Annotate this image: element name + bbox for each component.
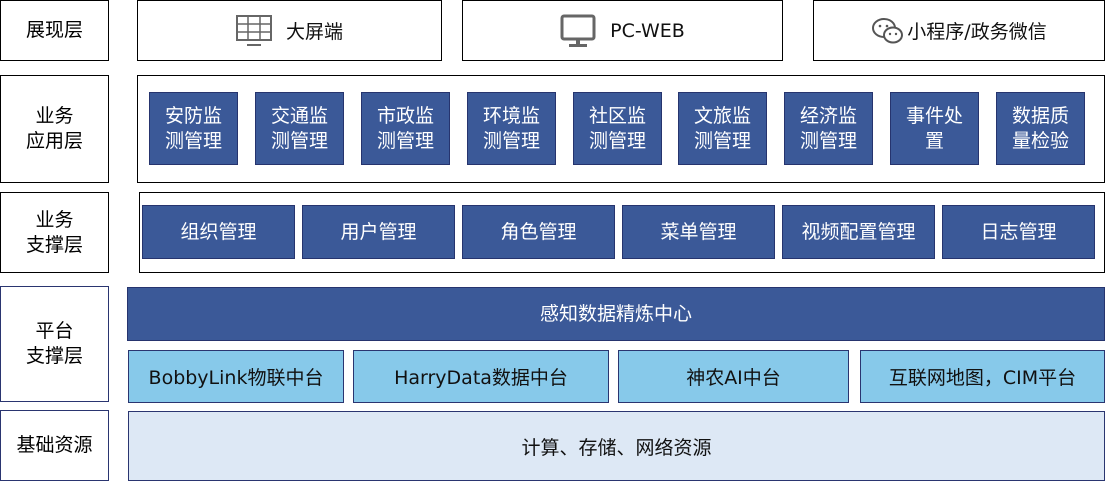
presentation-label: PC-WEB	[610, 19, 685, 42]
business-support-module: 角色管理	[462, 205, 615, 259]
business-app-module: 市政监测管理	[361, 92, 450, 165]
layer-label-presentation: 展现层	[0, 0, 109, 61]
presentation-label: 大屏端	[285, 21, 343, 43]
business-app-module: 交通监测管理	[255, 92, 344, 165]
platform-item: 互联网地图，CIM平台	[860, 350, 1105, 403]
business-app-module-event-handling: 事件处置	[890, 92, 979, 165]
wechat-icon	[871, 16, 905, 46]
business-support-module: 用户管理	[302, 205, 455, 259]
business-app-module: 环境监测管理	[467, 92, 556, 165]
grid-screen-icon	[235, 14, 272, 47]
perception-data-center: 感知数据精炼中心	[127, 287, 1105, 341]
platform-item: 神农AI中台	[618, 350, 849, 403]
layer-label-infrastructure: 基础资源	[0, 410, 109, 481]
monitor-icon	[560, 14, 596, 48]
business-app-module: 文旅监测管理	[678, 92, 767, 165]
business-support-module: 视频配置管理	[782, 205, 935, 259]
layer-label-business-support: 业务 支撑层	[0, 192, 109, 273]
platform-item: BobbyLink物联中台	[128, 350, 344, 403]
business-app-module: 数据质量检验	[996, 92, 1085, 165]
business-app-module: 经济监测管理	[784, 92, 873, 165]
business-app-module: 安防监测管理	[149, 92, 238, 165]
business-app-module: 社区监测管理	[573, 92, 662, 165]
infrastructure-resources: 计算、存储、网络资源	[128, 411, 1105, 481]
presentation-pc-web: PC-WEB	[462, 0, 783, 61]
presentation-mini-program: 小程序/政务微信	[813, 0, 1105, 61]
platform-item: HarryData数据中台	[353, 350, 609, 403]
layer-label-platform-support: 平台 支撑层	[0, 286, 109, 402]
presentation-label: 小程序/政务微信	[907, 21, 1047, 43]
presentation-big-screen: 大屏端	[137, 0, 442, 61]
layer-label-business-app: 业务 应用层	[0, 75, 109, 183]
business-support-module: 菜单管理	[622, 205, 775, 259]
business-support-module: 组织管理	[142, 205, 295, 259]
business-support-module: 日志管理	[942, 205, 1095, 259]
